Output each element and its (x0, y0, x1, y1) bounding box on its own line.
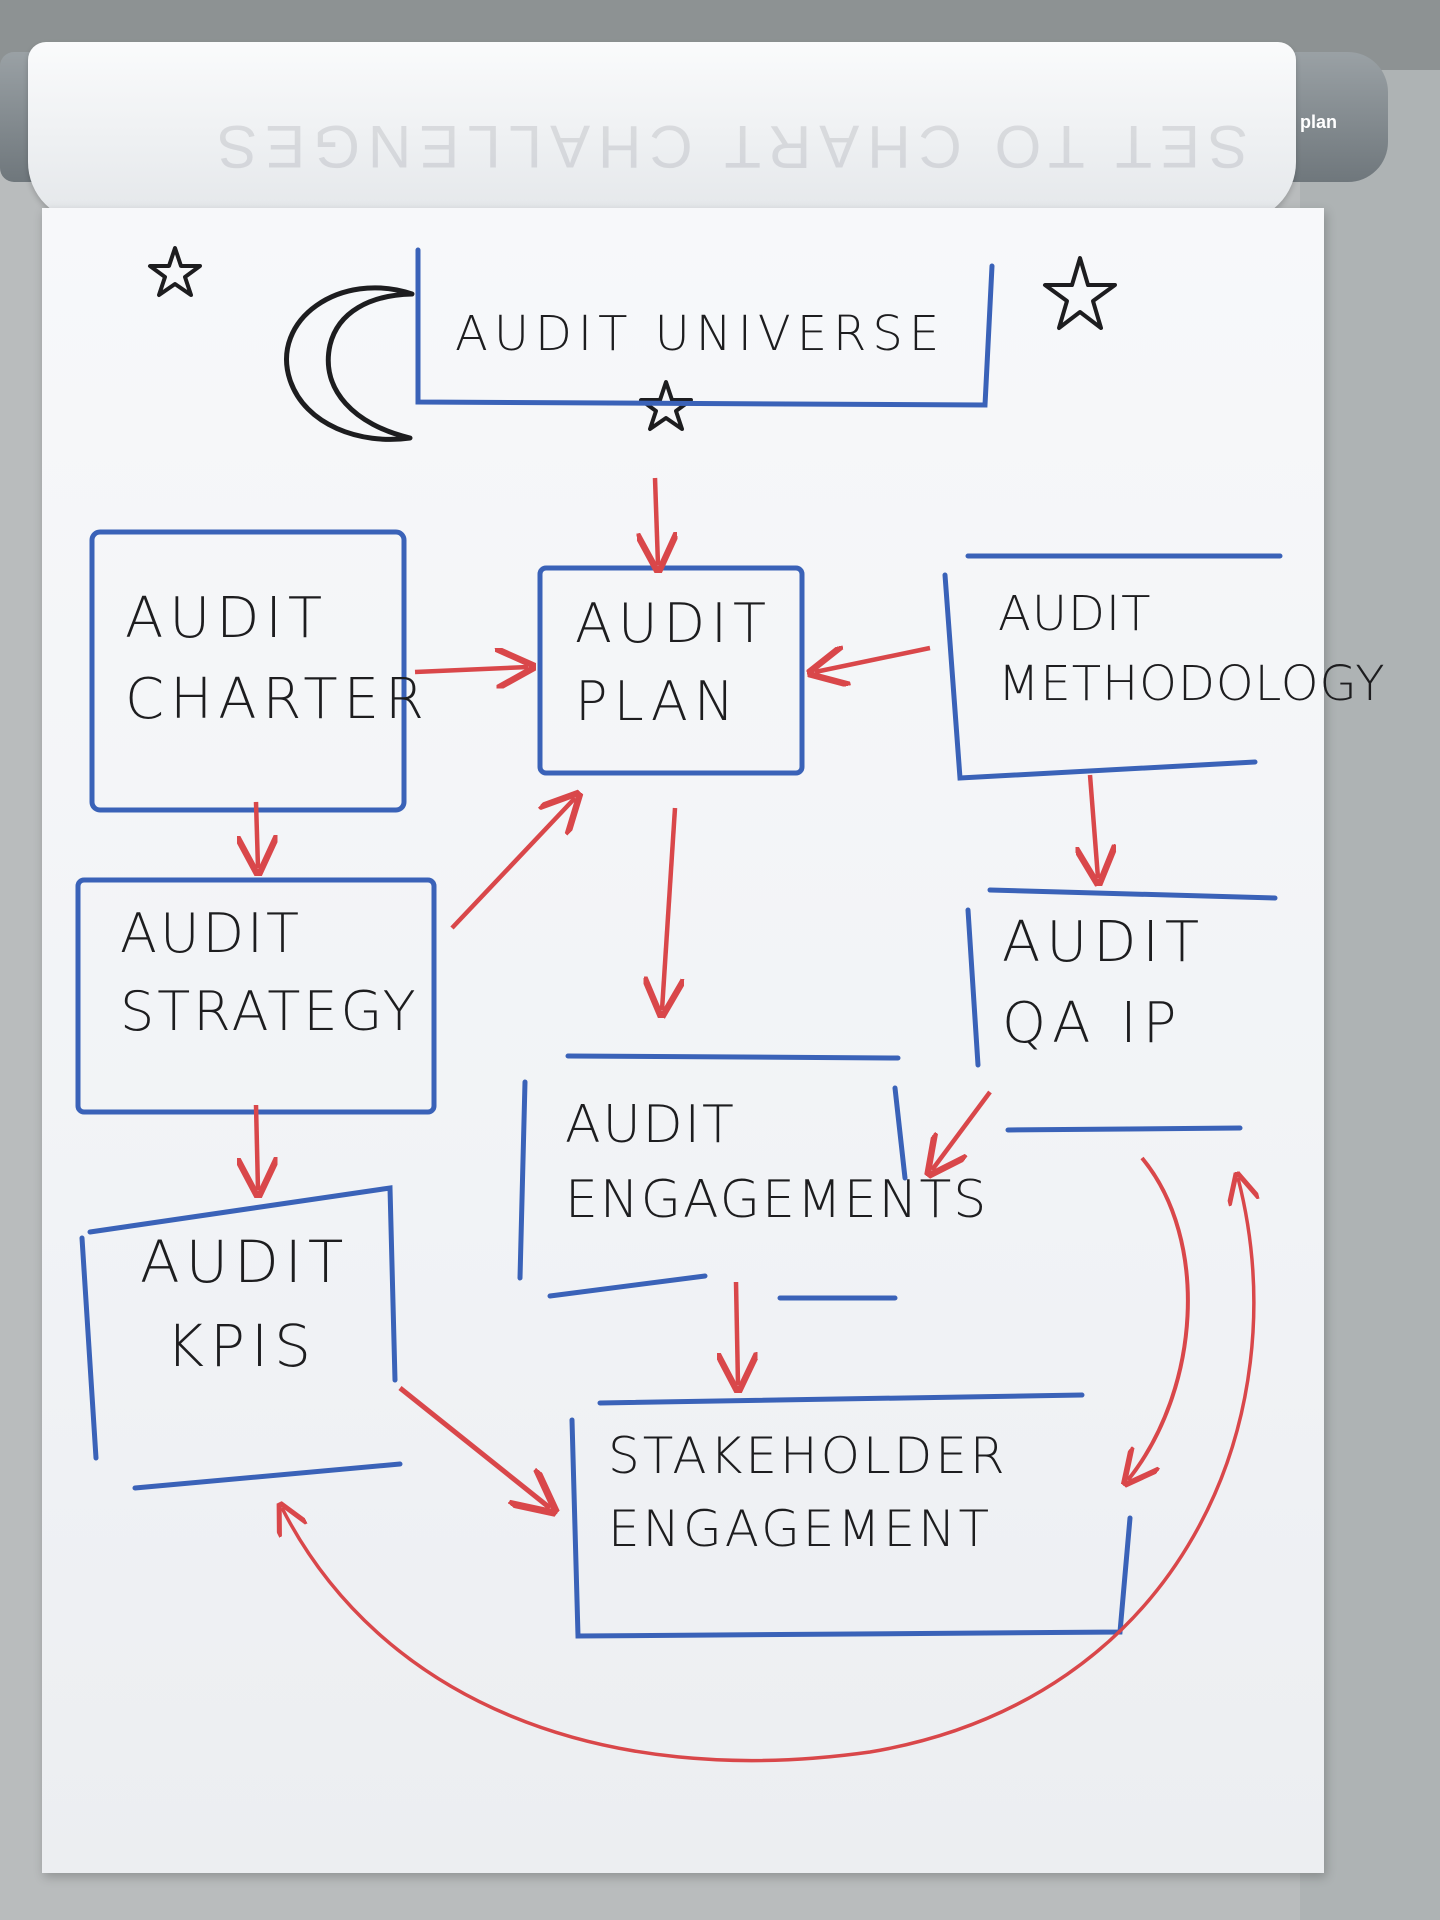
node-stakeholder-engagement-label: STAKEHOLDER ENGAGEMENT (608, 1420, 1008, 1565)
star-icon (148, 246, 202, 297)
edge-kpis-to-stakeholder (398, 1386, 550, 1508)
node-stakeholder-engagement-line1: STAKEHOLDER (608, 1427, 1008, 1485)
edge-charter-to-strategy (256, 801, 258, 868)
edge-strategy-to-plan (450, 798, 575, 930)
node-stakeholder-engagement-line2: ENGAGEMENT (608, 1499, 993, 1558)
edge-engagements-to-stakeholder (736, 1281, 738, 1385)
node-audit-strategy-line1: AUDIT (120, 902, 302, 965)
node-audit-charter-line1: AUDIT (125, 586, 329, 651)
edge-qaip-to-engagements (932, 1090, 992, 1170)
node-audit-universe-text: AUDIT UNIVERSE (455, 306, 946, 362)
flipchart-rolled-sheets: SET TO CHART CHALLENGES (28, 42, 1296, 222)
node-audit-qaip-line2: QA IP (1002, 991, 1183, 1057)
node-audit-kpis-line2: KPIS (166, 1312, 317, 1381)
edge-strategy-to-kpis (256, 1104, 258, 1190)
easel-brand-label: plan (1300, 112, 1338, 132)
node-audit-methodology-line2: METHODOLOGY (998, 655, 1386, 712)
node-audit-engagements-line1: AUDIT (565, 1095, 736, 1155)
node-audit-kpis-line1: AUDIT (140, 1228, 350, 1296)
node-audit-plan-line1: AUDIT (575, 592, 772, 655)
node-audit-engagements-label: AUDIT ENGAGEMENTS (565, 1088, 988, 1239)
edge-qaip-to-stakeholder (1128, 1156, 1190, 1480)
node-audit-qaip-label: AUDIT QA IP (1002, 902, 1205, 1064)
star-icon (639, 380, 693, 431)
node-audit-strategy-label: AUDIT STRATEGY (120, 895, 419, 1052)
node-audit-charter-label: AUDIT CHARTER (125, 578, 430, 740)
edge-plan-to-engagements (662, 807, 675, 1010)
node-audit-kpis-label: AUDIT KPIS (140, 1220, 349, 1388)
box-audit-qaip (965, 887, 1278, 1133)
edge-methodology-to-plan (815, 648, 931, 672)
edge-methodology-to-qaip (1090, 774, 1098, 878)
star-icon (1043, 256, 1117, 330)
node-audit-plan-label: AUDIT PLAN (575, 585, 772, 742)
edge-stakeholder-loop-to-kpis (282, 1178, 1254, 1763)
box-audit-charter (89, 529, 407, 813)
node-audit-engagements-line2: ENGAGEMENTS (565, 1170, 989, 1231)
crescent-moon-icon (284, 285, 415, 442)
box-audit-universe (415, 247, 995, 408)
node-audit-plan-line2: PLAN (575, 670, 741, 734)
node-audit-methodology-label: AUDIT METHODOLOGY (998, 580, 1386, 719)
node-audit-universe-label: AUDIT UNIVERSE (455, 300, 945, 370)
box-audit-methodology (942, 553, 1283, 781)
edge-universe-to-plan (655, 477, 658, 565)
node-audit-methodology-line1: AUDIT (998, 586, 1152, 642)
node-audit-qaip-line1: AUDIT (1002, 910, 1206, 975)
flipchart-paper (42, 208, 1324, 1873)
node-audit-strategy-line2: STRATEGY (120, 980, 419, 1044)
node-audit-charter-line2: CHARTER (125, 667, 430, 733)
edge-charter-to-plan (414, 667, 528, 672)
